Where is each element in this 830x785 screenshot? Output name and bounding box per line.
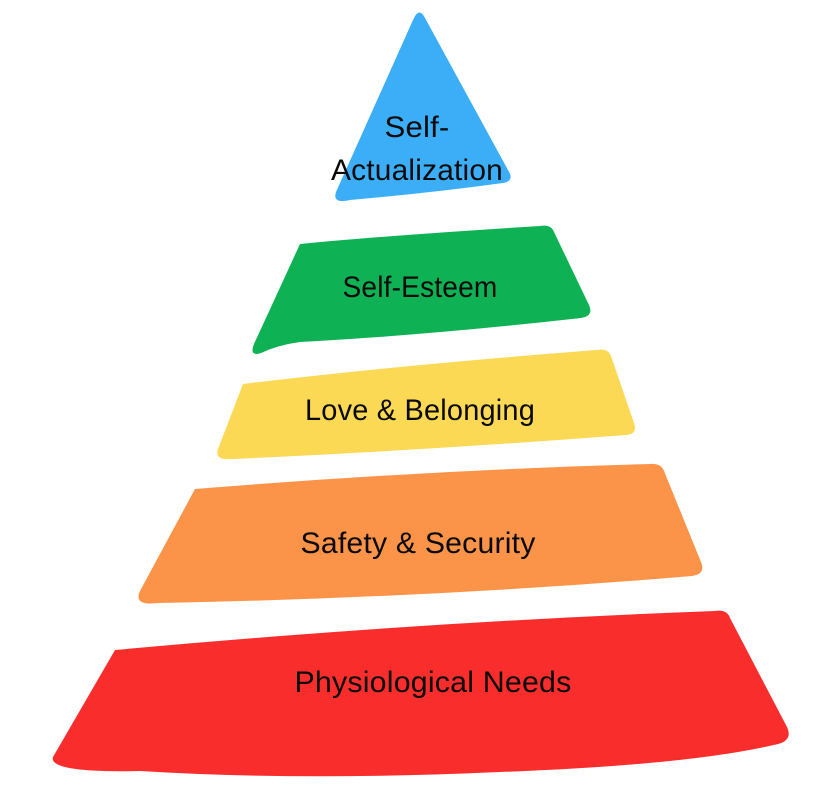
tier-love-belonging-label: Love & Belonging: [305, 394, 535, 427]
tier-safety-security-label: Safety & Security: [301, 527, 536, 560]
tier-self-actualization-label-line1: Self-: [385, 111, 450, 144]
tier-love-belonging-shape: [217, 349, 635, 460]
tier-self-actualization-label-line2: Actualization: [331, 154, 503, 187]
tier-self-esteem-label: Self-Esteem: [343, 271, 498, 304]
tier-self-actualization-shape: [335, 12, 511, 202]
tier-physiological-needs-shape: [52, 610, 789, 777]
tier-self-esteem-shape: [252, 225, 591, 354]
tier-safety-security-shape: [138, 463, 703, 604]
tier-physiological-needs-label: Physiological Needs: [295, 666, 572, 699]
